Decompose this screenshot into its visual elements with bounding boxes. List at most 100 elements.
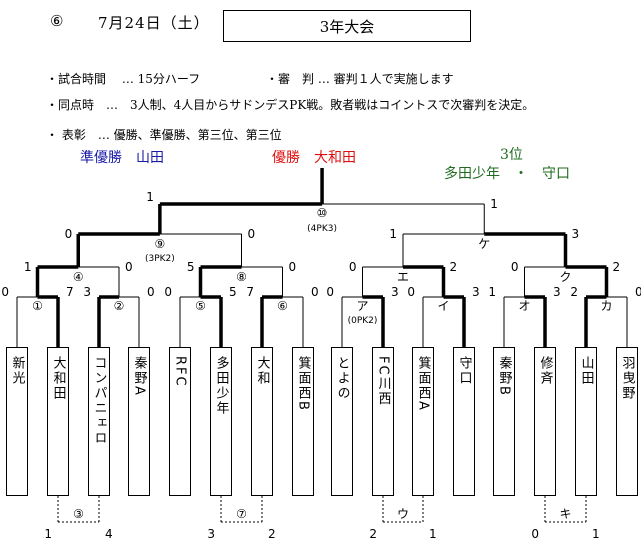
match-label: ④ [73, 270, 84, 284]
team-name: 箕面西A [415, 356, 431, 412]
event-date: 7月24日（土） [98, 14, 210, 32]
team-box: 大和 [251, 347, 273, 496]
score-label: 3 [572, 227, 580, 241]
team-name: コンパニェロ [91, 356, 107, 446]
match-label: カ [600, 299, 612, 313]
team-name: 羽曳野 [619, 356, 635, 401]
pk-note: (4PK3) [307, 224, 337, 234]
team-box: 山田 [575, 347, 597, 496]
score-label: 1 [592, 527, 600, 541]
score-label: 1 [24, 260, 32, 274]
pk-note: (3PK2) [145, 254, 175, 264]
score-label: 2 [613, 260, 621, 274]
team-box: 箕面西B [292, 347, 314, 496]
runner-up-result: 準優勝 山田 [80, 150, 164, 166]
score-label: 7 [66, 285, 74, 299]
team-box: 多田少年 [210, 347, 232, 496]
section-number: ⑥ [50, 12, 64, 30]
score-label: 0 [248, 227, 256, 241]
note-referee: ・審 判 … 審判１人で実施します [266, 72, 454, 86]
score-label: 0 [65, 227, 73, 241]
team-box: 新光 [6, 347, 28, 496]
team-box: 秦野A [128, 347, 150, 496]
match-label: ⑤ [195, 299, 206, 313]
team-name: RFC [172, 356, 188, 388]
score-label: 2 [268, 527, 276, 541]
score-label: 1 [429, 527, 437, 541]
score-label: 0 [311, 285, 319, 299]
score-label: 3 [83, 285, 91, 299]
score-label: 0 [531, 527, 539, 541]
note-tie-rule: ・同点時 … 3人制、4人目からサドンデスPK戦。敗者戦はコイントスで次審判を決… [46, 98, 535, 112]
team-name: 山田 [578, 356, 594, 386]
score-label: 0 [164, 285, 172, 299]
match-label: ⑥ [277, 299, 288, 313]
score-label: 0 [125, 260, 133, 274]
match-label: ⑩ [317, 206, 328, 220]
team-name: とよの [334, 356, 350, 401]
team-box: 秦野B [493, 347, 515, 496]
score-label: 0 [147, 285, 155, 299]
match-label: ケ [478, 237, 490, 251]
team-box: FC川西 [372, 347, 394, 496]
score-label: 5 [187, 260, 195, 274]
match-label: ク [559, 270, 571, 284]
score-label: 0 [1, 285, 9, 299]
team-name: 大和田 [50, 356, 66, 401]
score-label: 3 [207, 527, 215, 541]
match-label: ① [32, 299, 43, 313]
score-label: 1 [146, 190, 154, 204]
score-label: 1 [490, 197, 498, 211]
match-label: ⑨ [154, 237, 165, 251]
score-label: 0 [289, 260, 297, 274]
team-name: 秦野B [496, 356, 512, 397]
tournament-title-box: 3年大会 [223, 10, 471, 42]
tournament-title: 3年大会 [319, 17, 375, 36]
match-label: エ [397, 270, 409, 284]
note-match-time: ・試合時間 … 15分ハーフ [46, 72, 201, 86]
match-label: ウ [397, 507, 409, 521]
score-label: 2 [450, 260, 458, 274]
team-name: 新光 [9, 356, 25, 386]
winner-result: 優勝 大和田 [272, 150, 356, 166]
team-box: 修斉 [534, 347, 556, 496]
match-label: ③ [73, 507, 84, 521]
score-label: 4 [105, 527, 113, 541]
score-label: 1 [44, 527, 52, 541]
team-name: 多田少年 [213, 356, 229, 416]
team-box: とよの [331, 347, 353, 496]
score-label: 0 [326, 285, 334, 299]
team-box: コンパニェロ [88, 347, 110, 496]
team-name: FC川西 [375, 356, 391, 407]
score-label: 2 [369, 527, 377, 541]
team-box: 大和田 [47, 347, 69, 496]
score-label: 1 [389, 227, 397, 241]
team-name: 修斉 [537, 356, 553, 386]
score-label: 0 [349, 260, 357, 274]
team-box: 守口 [453, 347, 475, 496]
match-label: ② [114, 299, 125, 313]
match-label: イ [437, 299, 449, 313]
team-name: 箕面西B [295, 356, 311, 412]
score-label: 3 [553, 285, 561, 299]
score-label: 7 [246, 285, 254, 299]
third-place-teams: 多田少年 ・ 守口 [444, 166, 570, 182]
match-label: キ [559, 507, 571, 521]
third-place-label: 3位 [500, 147, 523, 163]
team-box: 箕面西A [412, 347, 434, 496]
score-label: 1 [488, 285, 496, 299]
score-label: 0 [635, 285, 641, 299]
score-label: 3 [472, 285, 480, 299]
team-name: 守口 [456, 356, 472, 386]
match-label: ア [356, 299, 368, 313]
score-label: 0 [407, 285, 415, 299]
match-label: ⑦ [236, 507, 247, 521]
match-label: オ [518, 299, 530, 313]
score-label: 0 [511, 260, 519, 274]
note-awards: ・ 表彰 … 優勝、準優勝、第三位、第三位 [46, 128, 282, 142]
score-label: 3 [391, 285, 399, 299]
pk-note: (0PK2) [348, 316, 378, 326]
team-box: 羽曳野 [616, 347, 638, 496]
team-box: RFC [169, 347, 191, 496]
